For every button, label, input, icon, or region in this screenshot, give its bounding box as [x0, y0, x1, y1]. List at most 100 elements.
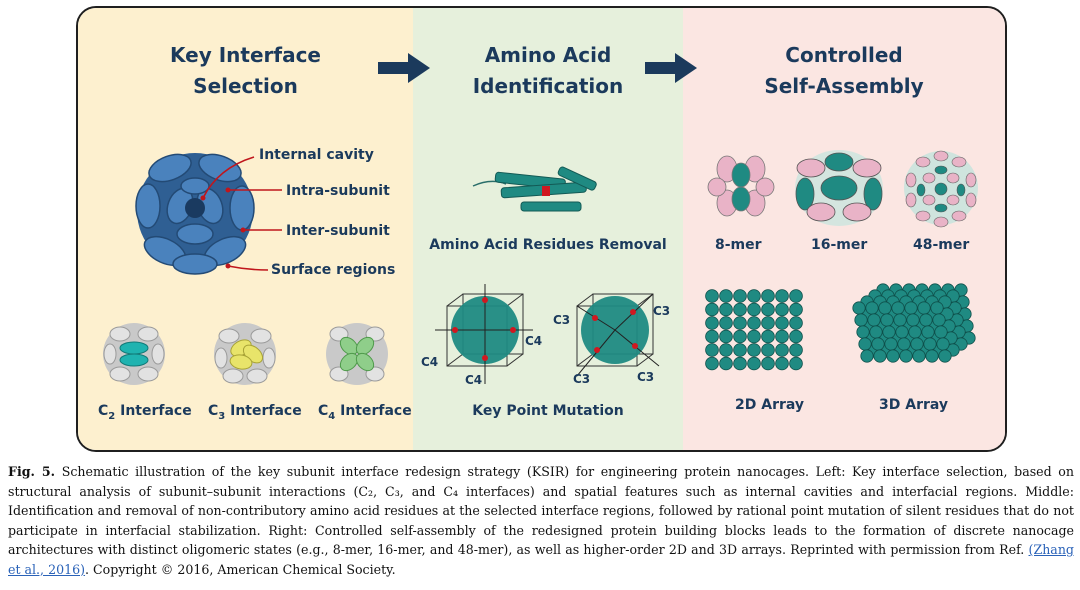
array-sphere — [938, 349, 952, 363]
array-sphere — [733, 316, 747, 330]
array-sphere — [884, 337, 898, 351]
callout-inter-subunit: Inter-subunit — [286, 223, 390, 239]
16-mer-cage-icon — [795, 150, 883, 226]
array-sphere — [852, 301, 866, 315]
array-sphere — [747, 289, 761, 303]
array-sphere — [733, 343, 747, 357]
c4-symmetry-cube — [435, 284, 533, 384]
array-sphere — [789, 329, 803, 344]
figure-frame: Key Interface Selection — [76, 6, 1007, 452]
array-sphere — [882, 325, 896, 339]
axis-label-c3-bottom-left: C3 — [573, 372, 591, 386]
48-mer-cage-icon — [904, 150, 978, 228]
array-sphere — [897, 337, 911, 351]
cage-label-48-mer: 48-mer — [913, 237, 970, 253]
array-sphere — [719, 356, 733, 371]
array-sphere — [719, 329, 733, 344]
axis-label-c3-left: C3 — [553, 313, 571, 327]
array-sphere — [775, 329, 789, 344]
arrow-middle-to-right — [645, 53, 697, 83]
c4-interface-label: C4 Interface — [318, 403, 412, 422]
array-sphere — [860, 349, 874, 363]
panel-amino-acid-identification: Amino Acid Identification Amino Acid Res… — [413, 8, 683, 450]
array-label-3d: 3D Array — [879, 397, 949, 413]
array-sphere — [733, 302, 747, 317]
array-sphere — [934, 325, 948, 339]
array-sphere — [747, 316, 761, 330]
array-sphere — [869, 325, 883, 339]
reference-link[interactable]: (Zhang et al., 2016) — [8, 542, 1074, 577]
callout-surface-regions: Surface regions — [271, 262, 396, 278]
array-sphere — [886, 349, 900, 363]
c3-symmetry-cube — [576, 293, 660, 377]
array-sphere — [761, 329, 775, 344]
panel-title-middle: Amino Acid Identification — [413, 40, 683, 102]
array-sphere — [761, 289, 775, 303]
array-sphere — [705, 329, 719, 344]
array-sphere — [747, 329, 761, 344]
axis-label-c4-bottom: C4 — [465, 373, 483, 387]
array-sphere — [705, 289, 719, 303]
array-sphere — [789, 302, 803, 317]
array-sphere — [733, 289, 747, 303]
array-sphere — [747, 356, 761, 371]
array-sphere — [761, 316, 775, 330]
array-sphere — [775, 316, 789, 330]
array-sphere — [867, 313, 881, 327]
array-sphere — [775, 302, 789, 317]
array-sphere — [880, 313, 894, 327]
c3-interface-label: C3 Interface — [208, 403, 302, 422]
array-sphere — [912, 349, 926, 363]
array-sphere — [895, 325, 909, 339]
array-sphere — [733, 356, 747, 371]
caption-text: Schematic illustration of the key subuni… — [8, 464, 1074, 557]
array-sphere — [925, 349, 939, 363]
array-sphere — [775, 343, 789, 357]
array-sphere — [775, 289, 789, 303]
panel-title-left: Key Interface Selection — [78, 40, 413, 102]
cage-label-16-mer: 16-mer — [811, 237, 868, 253]
c2-interface-cage-icon — [103, 323, 165, 385]
array-sphere — [930, 301, 944, 315]
array-sphere — [936, 337, 950, 351]
array-sphere — [908, 325, 922, 339]
array-sphere — [923, 337, 937, 351]
3d-array-block — [852, 283, 976, 363]
array-sphere — [761, 356, 775, 371]
title-line-2: Selection — [193, 74, 298, 98]
array-sphere — [789, 289, 803, 303]
array-sphere — [891, 301, 905, 315]
key-point-mutation-label: Key Point Mutation — [472, 403, 624, 419]
c4-interface-cage-icon — [326, 323, 388, 385]
array-sphere — [873, 349, 887, 363]
8-mer-cage-icon — [707, 155, 775, 217]
axis-label-c4-right: C4 — [525, 334, 543, 348]
array-sphere — [871, 337, 885, 351]
panel-controlled-self-assembly: Controlled Self-Assembly — [683, 8, 1005, 450]
panel-title-right: Controlled Self-Assembly — [683, 40, 1005, 102]
array-sphere — [917, 301, 931, 315]
array-sphere — [854, 313, 868, 327]
title-line-2: Identification — [472, 74, 624, 98]
array-sphere — [878, 301, 892, 315]
cage-label-8-mer: 8-mer — [715, 237, 762, 253]
array-sphere — [761, 302, 775, 317]
callout-lines — [200, 156, 282, 271]
array-sphere — [789, 356, 803, 371]
array-sphere — [919, 313, 933, 327]
array-sphere — [719, 302, 733, 317]
array-sphere — [705, 316, 719, 330]
array-sphere — [733, 329, 747, 344]
title-line-1: Controlled — [785, 43, 903, 67]
array-sphere — [858, 337, 872, 351]
caption-tail: . Copyright © 2016, American Chemical So… — [85, 561, 396, 577]
residues-removal-label: Amino Acid Residues Removal — [429, 237, 667, 253]
array-sphere — [705, 343, 719, 357]
array-label-2d: 2D Array — [735, 397, 805, 413]
array-sphere — [747, 302, 761, 317]
arrow-left-to-middle — [378, 53, 430, 83]
array-sphere — [705, 302, 719, 317]
array-sphere — [789, 343, 803, 357]
array-sphere — [719, 316, 733, 330]
array-sphere — [789, 316, 803, 330]
